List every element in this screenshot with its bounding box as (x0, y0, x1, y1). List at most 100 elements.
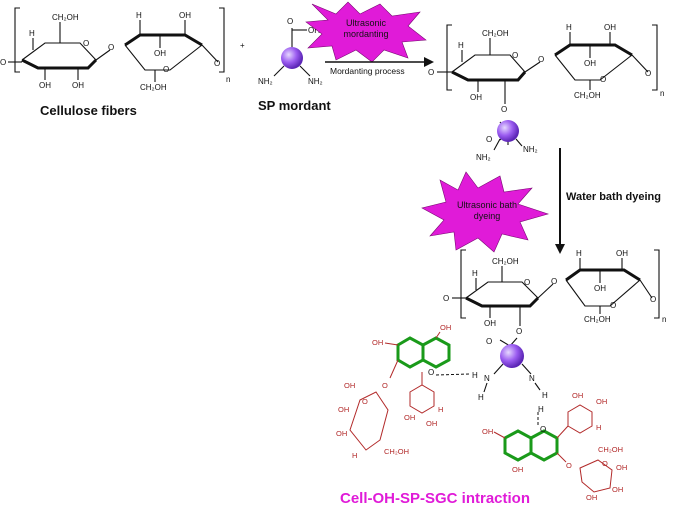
ringC-o: O (524, 278, 530, 287)
ringC-h: H (472, 269, 478, 278)
dye2-oh-1: OH (482, 427, 493, 436)
dye2-oh-2: OH (512, 465, 523, 474)
dye2-sugar-o: O (602, 459, 608, 468)
dye2-sugar-oh-2: OH (612, 485, 623, 494)
dye1-link-o: O (382, 381, 388, 390)
sp3-n-right: N (529, 374, 535, 383)
dye2-sugar-oh-3: OH (586, 493, 597, 502)
sp-sphere (281, 47, 303, 69)
chain-o-right-2: O (645, 69, 651, 78)
burst2-line2: dyeing (474, 211, 501, 221)
dye2-ring-o: O (540, 425, 546, 434)
mordanting-process-label: Mordanting process (330, 66, 405, 76)
dye1-catechol-oh-1: OH (404, 413, 415, 422)
dye1-sugar-oh-1: OH (344, 381, 355, 390)
plus-sign: + (240, 41, 245, 50)
burst1-line1: Ultrasonic (346, 18, 387, 28)
sp3-h-left: H (478, 393, 484, 402)
ringC-ester-o: O (516, 327, 522, 336)
sp-mordant-label: SP mordant (258, 98, 331, 113)
ringB-oh-b: OH (584, 59, 596, 68)
ring2-oh-b: OH (154, 49, 166, 58)
water-bath-dyeing-label: Water bath dyeing (566, 191, 661, 203)
ringC-ch2oh: CH₂OH (492, 257, 519, 266)
sp-mordant-structure: O OH NH₂ NH₂ (258, 17, 323, 86)
sp2-sphere (497, 120, 519, 142)
dye1-sugar-ch2oh: CH₂OH (384, 447, 409, 456)
repeat-n-label-2: n (660, 89, 664, 98)
dye1-oh-1: OH (372, 338, 383, 347)
ringB-o: O (600, 75, 606, 84)
ringD-oh-b: OH (594, 284, 606, 293)
dye2-catechol-oh-2: OH (596, 397, 607, 406)
ring1-ch2oh: CH₂OH (52, 13, 79, 22)
dye1-ring-o: O (428, 368, 434, 377)
chain-o-left: O (0, 58, 6, 67)
glycosidic-o-2: O (538, 55, 544, 64)
dye2-catechol-h: H (596, 423, 601, 432)
burst1-line2: mordanting (343, 29, 388, 39)
repeat-n-label-3: n (662, 315, 666, 324)
repeat-n-label: n (226, 75, 230, 84)
sp3-carbonyl-o: O (486, 337, 492, 346)
ringD-h: H (576, 249, 582, 258)
dye2-catechol-oh-1: OH (572, 391, 583, 400)
ringA-ch2oh: CH₂OH (482, 29, 509, 38)
cellulose-structure: n O O CH₂OH H OH OH O O H OH OH CH₂OH O (0, 7, 230, 92)
ringA-h: H (458, 41, 464, 50)
ringC-oh: OH (484, 319, 496, 328)
burst2-line1: Ultrasonic bath (457, 200, 517, 210)
ringA-o: O (512, 51, 518, 60)
sp-acid-oh: OH (308, 26, 320, 35)
sp3-h-right: H (542, 391, 548, 400)
dye1-oh-2: OH (440, 323, 451, 332)
ringA-ester-o: O (501, 105, 507, 114)
ringB-h: H (566, 23, 572, 32)
ring2-h: H (136, 11, 142, 20)
chain-o-right-3: O (650, 295, 656, 304)
dye1-sugar-oh-2: OH (338, 405, 349, 414)
sp-nh2-left: NH₂ (258, 77, 273, 86)
chain-o-left-3: O (443, 294, 449, 303)
dye1-sugar-o: O (362, 397, 368, 406)
ultrasonic-bath-burst: Ultrasonic bath dyeing (421, 171, 550, 253)
sp-nh2-right: NH₂ (308, 77, 323, 86)
ring2-o: O (163, 65, 169, 74)
sp2-nh2-left: NH₂ (476, 153, 491, 162)
dye2-link-o: O (566, 461, 572, 470)
sp3-h-left-2: H (472, 371, 478, 380)
dye1-catechol-h: H (438, 405, 443, 414)
ringD-oh: OH (616, 249, 628, 258)
sp3-n-left: N (484, 374, 490, 383)
dye-molecule-right: O OH OH OH OH H O CH₂OH OH OH OH O (482, 391, 627, 502)
ringB-oh: OH (604, 23, 616, 32)
ringD-o: O (610, 301, 616, 310)
cellulose-label: Cellulose fibers (40, 103, 137, 118)
dye1-sugar-oh-3: OH (336, 429, 347, 438)
dyed-cellulose-structure: n O O CH₂OH H OH O O O H OH OH CH₂OH O O (435, 249, 666, 426)
ring1-oh-b: OH (72, 81, 84, 90)
glycosidic-o-3: O (551, 277, 557, 286)
ring1-oh-a: OH (39, 81, 51, 90)
interaction-title: Cell-OH-SP-SGC intraction (340, 490, 530, 507)
dye1-catechol-oh-2: OH (426, 419, 437, 428)
ringD-ch2oh: CH₂OH (584, 315, 611, 324)
ring1-h: H (29, 29, 35, 38)
ring1-o: O (83, 39, 89, 48)
ring2-ch2oh: CH₂OH (140, 83, 167, 92)
dye2-sugar-oh-1: OH (616, 463, 627, 472)
sp2-nh2-right: NH₂ (523, 145, 538, 154)
ultrasonic-mordanting-burst: Ultrasonic mordanting (305, 1, 427, 63)
sp2-carbonyl-o: O (486, 135, 492, 144)
dye1-sugar-h: H (352, 451, 357, 460)
glycosidic-o: O (108, 43, 114, 52)
ringA-oh: OH (470, 93, 482, 102)
sp3-h-right-2: H (538, 405, 544, 414)
sp3-sphere (500, 344, 524, 368)
ring2-oh: OH (179, 11, 191, 20)
mordanted-cellulose-structure: n O O CH₂OH H OH O O O H OH OH CH₂OH O O (428, 23, 664, 162)
chain-o-left-2: O (428, 68, 434, 77)
dye2-sugar-ch2oh: CH₂OH (598, 445, 623, 454)
sp-carbonyl-o: O (287, 17, 293, 26)
